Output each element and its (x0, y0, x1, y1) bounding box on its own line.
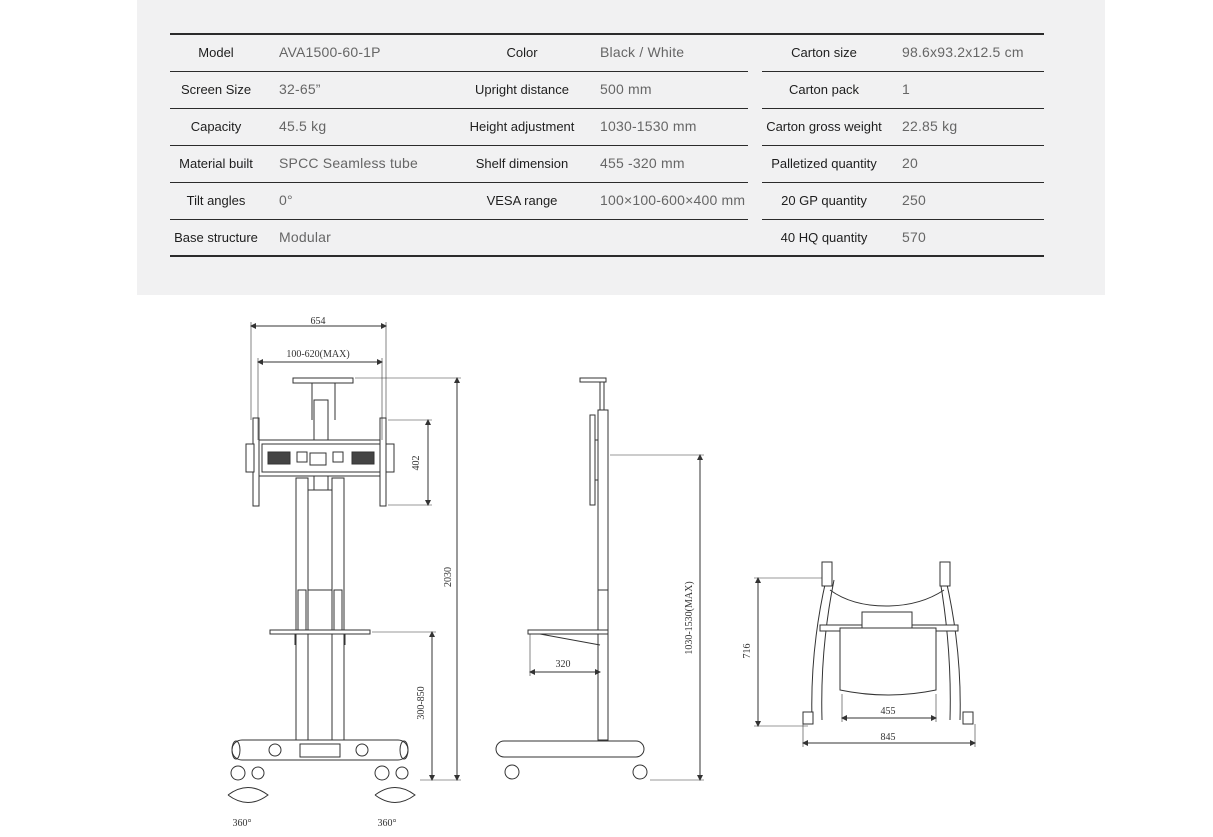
spec-value: 570 (902, 229, 926, 245)
dim-vesa-width: 100-620(MAX) (286, 349, 349, 360)
dim-height-range: 1030-1530(MAX) (684, 581, 695, 654)
spec-label: Capacity (190, 119, 242, 134)
spec-value: 22.85 kg (902, 118, 958, 134)
spec-label: Upright distance (475, 82, 569, 97)
spec-label: Carton pack (788, 82, 860, 97)
spec-value: 455 -320 mm (600, 155, 685, 171)
spec-label: Model (198, 45, 234, 60)
spec-label: VESA range (486, 193, 558, 208)
row-divider (762, 145, 1044, 146)
spec-value: 500 mm (600, 81, 652, 97)
spec-label: Base structure (174, 230, 258, 245)
spec-value: 98.6x93.2x12.5 cm (902, 44, 1024, 60)
dim-width: 654 (311, 316, 326, 327)
spec-value: 20 (902, 155, 918, 171)
spec-value: 1030-1530 mm (600, 118, 697, 134)
table-bottom-rule (170, 255, 1044, 257)
spec-value: AVA1500-60-1P (279, 44, 381, 60)
row-divider (762, 219, 1044, 220)
dim-total-height: 2030 (443, 567, 454, 587)
spec-value: Black / White (600, 44, 685, 60)
spec-value: 45.5 kg (279, 118, 327, 134)
spec-value: SPCC Seamless tube (279, 155, 418, 171)
front-view (227, 322, 461, 803)
dim-vesa-height: 402 (411, 456, 422, 471)
spec-label: Palletized quantity (771, 156, 877, 171)
spec-value: Modular (279, 229, 331, 245)
spec-value: 250 (902, 192, 926, 208)
spec-value: 1 (902, 81, 910, 97)
row-divider (466, 71, 748, 72)
spec-label: Carton size (791, 45, 857, 60)
spec-label: Material built (179, 156, 253, 171)
rotation-right-label: 360° (378, 818, 397, 829)
row-divider (170, 108, 466, 109)
spec-label: 20 GP quantity (781, 193, 867, 208)
dim-top-base-width: 845 (881, 732, 896, 743)
row-divider (762, 182, 1044, 183)
spec-label: Tilt angles (186, 193, 246, 208)
row-divider (170, 145, 466, 146)
spec-value: 0° (279, 192, 293, 208)
dim-shelf-height: 300-850 (416, 686, 427, 719)
dim-top-depth: 716 (742, 644, 753, 659)
spec-label: Carton gross weight (766, 119, 882, 134)
spec-value: 32-65” (279, 81, 321, 97)
spec-panel (137, 0, 1105, 295)
spec-label: 40 HQ quantity (780, 230, 868, 245)
dim-top-shelf-width: 455 (881, 706, 896, 717)
row-divider (170, 71, 466, 72)
row-divider (762, 71, 1044, 72)
spec-label: Height adjustment (469, 119, 575, 134)
spec-value: 100×100-600×400 mm (600, 192, 746, 208)
row-divider (466, 145, 748, 146)
row-divider (466, 108, 748, 109)
row-divider (762, 108, 1044, 109)
top-view (754, 561, 976, 747)
table-top-rule (170, 33, 1044, 35)
row-divider (170, 182, 466, 183)
spec-label: Color (506, 45, 538, 60)
spec-label: Shelf dimension (475, 156, 569, 171)
dim-shelf-depth: 320 (556, 659, 571, 670)
side-view (495, 377, 704, 781)
row-divider (466, 219, 748, 220)
spec-label: Screen Size (180, 82, 252, 97)
row-divider (170, 219, 466, 220)
spec-table: Model AVA1500-60-1P Screen Size 32-65” Capac… (170, 33, 1044, 257)
row-divider (466, 182, 748, 183)
rotation-left-label: 360° (233, 818, 252, 829)
